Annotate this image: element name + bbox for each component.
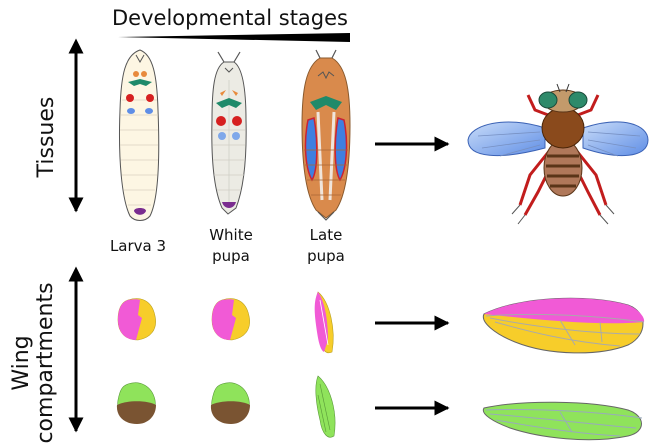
wing-disc-dv-white-pupa bbox=[211, 383, 250, 424]
developmental-stages-title: Developmental stages bbox=[112, 6, 348, 30]
late-pupa-illustration bbox=[302, 50, 350, 220]
tissues-label: Tissues bbox=[34, 97, 59, 179]
compartments-label: compartments bbox=[33, 282, 58, 443]
stage-label-late: Late bbox=[310, 226, 343, 244]
wing-disc-compartments-larva bbox=[118, 299, 156, 340]
wing-disc-dv-late-pupa bbox=[316, 376, 335, 437]
stage-label-pupa-1: pupa bbox=[212, 247, 250, 265]
white-pupa-illustration bbox=[212, 52, 246, 214]
adult-wing-dv bbox=[483, 402, 642, 439]
wing-disc-compartments-late-pupa bbox=[315, 292, 334, 353]
larva-3-illustration bbox=[119, 50, 158, 221]
adult-wing-compartments bbox=[483, 298, 644, 353]
wing-disc-compartments-white-pupa bbox=[212, 299, 250, 340]
wing-label: Wing bbox=[9, 335, 34, 390]
adult-fly-illustration bbox=[468, 84, 648, 224]
wing-disc-dv-larva bbox=[117, 383, 156, 424]
developmental-stages-wedge bbox=[118, 33, 350, 42]
stage-label-white: White bbox=[209, 226, 253, 244]
stage-label-larva-3: Larva 3 bbox=[110, 237, 166, 255]
stage-label-pupa-2: pupa bbox=[307, 247, 345, 265]
